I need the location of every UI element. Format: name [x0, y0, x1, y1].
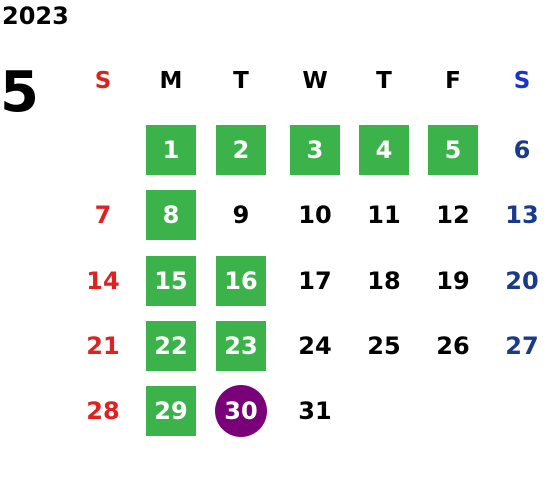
day-cell[interactable]: 23 [216, 321, 266, 371]
weekday-header: T [233, 68, 249, 94]
weekday-header: W [302, 68, 328, 94]
day-cell[interactable]: 16 [216, 256, 266, 306]
weekday-header: F [445, 68, 461, 94]
day-cell[interactable]: 31 [298, 397, 332, 425]
day-cell[interactable]: 3 [290, 125, 340, 175]
weekday-header: S [513, 68, 531, 94]
day-cell[interactable]: 27 [505, 332, 539, 360]
day-cell[interactable]: 26 [436, 332, 470, 360]
day-cell[interactable]: 11 [367, 201, 401, 229]
day-cell[interactable]: 25 [367, 332, 401, 360]
weekday-header: T [376, 68, 392, 94]
day-cell[interactable]: 10 [298, 201, 332, 229]
weekday-header: M [159, 68, 183, 94]
day-cell[interactable]: 9 [232, 201, 250, 229]
day-cell[interactable]: 13 [505, 201, 539, 229]
day-cell[interactable]: 8 [146, 190, 196, 240]
day-cell[interactable]: 30 [215, 385, 267, 437]
day-cell[interactable]: 28 [86, 397, 120, 425]
day-cell[interactable]: 4 [359, 125, 409, 175]
day-cell[interactable]: 18 [367, 267, 401, 295]
day-cell[interactable]: 7 [94, 201, 112, 229]
day-cell[interactable]: 5 [428, 125, 478, 175]
day-cell[interactable]: 20 [505, 267, 539, 295]
day-cell[interactable]: 21 [86, 332, 120, 360]
day-cell[interactable]: 24 [298, 332, 332, 360]
calendar-year: 2023 [2, 2, 69, 30]
day-cell[interactable]: 1 [146, 125, 196, 175]
day-cell[interactable]: 14 [86, 267, 120, 295]
day-cell[interactable]: 6 [513, 136, 531, 164]
day-cell[interactable]: 29 [146, 386, 196, 436]
calendar-month: 5 [0, 60, 39, 125]
day-cell[interactable]: 2 [216, 125, 266, 175]
day-cell[interactable]: 22 [146, 321, 196, 371]
day-cell[interactable]: 19 [436, 267, 470, 295]
day-cell[interactable]: 12 [436, 201, 470, 229]
weekday-header: S [94, 68, 112, 94]
day-cell[interactable]: 17 [298, 267, 332, 295]
day-cell[interactable]: 15 [146, 256, 196, 306]
